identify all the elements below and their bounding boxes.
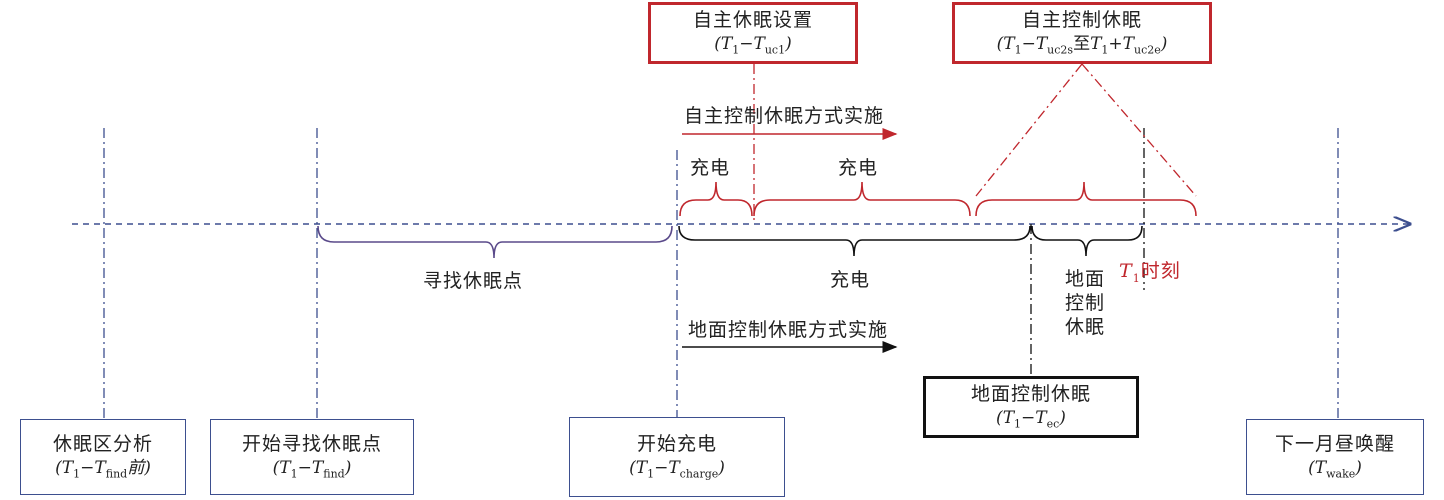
brace-find [317,225,673,259]
box-start-charge: 开始充电 (T1−Tcharge) [569,417,785,497]
brace-ground-control [1031,225,1143,257]
box-title: 地面控制休眠 [970,382,1091,405]
label-charge-bottom: 充电 [830,269,871,291]
brace-charge-2 [753,181,971,217]
brace-auto-control [975,181,1197,217]
box-title: 下一月昼唤醒 [1274,432,1395,455]
box-formula: (Twake) [1308,458,1362,481]
label-find-sleep-point: 寻找休眠点 [423,270,524,292]
triangle-right [1081,63,1197,197]
box-formula: (T1−Tcharge) [629,458,725,481]
box-formula: (T1−Tfind) [272,458,352,481]
triangle-left [975,63,1083,197]
label-t1-moment: T1时刻 [1119,260,1181,285]
label-ground-control-sleep-vertical: 地面控制休眠 [1064,268,1105,338]
box-title: 开始寻找休眠点 [241,432,382,455]
brace-charge-bottom [678,225,1031,257]
box-title: 休眠区分析 [52,432,153,455]
box-formula: (T1−Tec) [996,408,1066,431]
label-ground-mode: 地面控制休眠方式实施 [688,319,889,341]
box-formula: (T1−Tuc1) [714,34,792,57]
box-formula: (T1−Tfind前) [55,458,151,481]
box-next-month-wake: 下一月昼唤醒 (Twake) [1246,419,1424,495]
box-title: 自主控制休眠 [1021,8,1142,31]
box-auto-sleep-setup: 自主休眠设置 (T1−Tuc1) [648,2,858,64]
label-charge-top-2: 充电 [838,157,879,179]
box-title: 开始充电 [636,432,717,455]
box-formula: (T1−Tuc2s至T1+Tuc2e) [996,34,1168,57]
box-ground-control-sleep: 地面控制休眠 (T1−Tec) [923,376,1139,438]
box-sleep-area-analysis: 休眠区分析 (T1−Tfind前) [20,419,186,495]
label-auto-mode: 自主控制休眠方式实施 [684,105,885,127]
box-auto-control-sleep: 自主控制休眠 (T1−Tuc2s至T1+Tuc2e) [952,2,1212,64]
brace-charge-1 [679,181,753,217]
box-title: 自主休眠设置 [692,8,813,31]
label-charge-top-1: 充电 [690,157,731,179]
box-start-find: 开始寻找休眠点 (T1−Tfind) [210,419,414,495]
